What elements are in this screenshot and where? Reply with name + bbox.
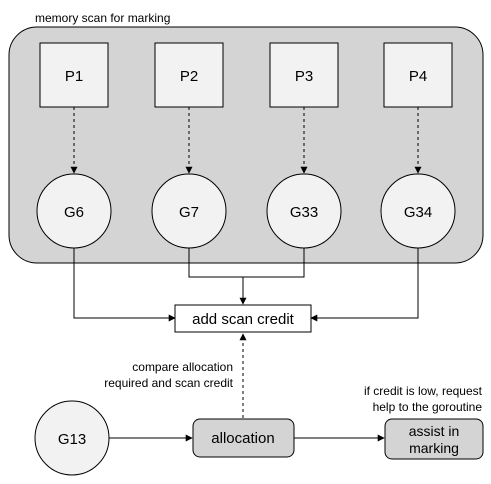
goroutine-g13: G13 [34,400,110,476]
scan-region-label: memory scan for marking [35,11,170,25]
assist-label-line-1: assist in [409,423,460,439]
assist-label-line-2: marking [409,440,459,456]
goroutine-g6: G6 [36,173,112,249]
goroutine-label: G33 [290,204,318,221]
processor-p1: P1 [39,42,109,108]
compare-note-line-1: compare allocation [132,360,233,374]
compare-note-line-2: required and scan credit [104,376,233,390]
add-scan-credit-label: add scan credit [192,311,295,328]
goroutine-label: G6 [64,204,84,221]
goroutine-g33: G33 [266,173,342,249]
allocation-box: allocation [192,418,295,458]
request-note-line-2: help to the goroutine [373,400,483,414]
processor-p4: P4 [383,42,453,108]
g6-to-credit-arrow [73,248,176,322]
assist-in-marking-box: assist in marking [384,418,484,460]
request-note-line-1: if credit is low, request [364,384,483,398]
processor-p2: P2 [154,42,224,108]
scan-region [8,26,484,264]
g34-to-credit-arrow [310,248,419,322]
processor-label: P1 [65,68,83,85]
processor-label: P2 [180,68,198,85]
processor-label: P3 [295,68,313,85]
g7-g33-join-line [188,248,305,278]
processor-p3: P3 [269,42,339,108]
processor-label: P4 [409,68,427,85]
goroutine-label: G13 [58,431,86,448]
goroutine-label: G7 [179,204,199,221]
goroutine-g34: G34 [380,173,456,249]
allocation-label: allocation [211,430,274,447]
goroutine-label: G34 [404,204,432,221]
add-scan-credit-box: add scan credit [174,304,312,333]
goroutine-g7: G7 [151,173,227,249]
